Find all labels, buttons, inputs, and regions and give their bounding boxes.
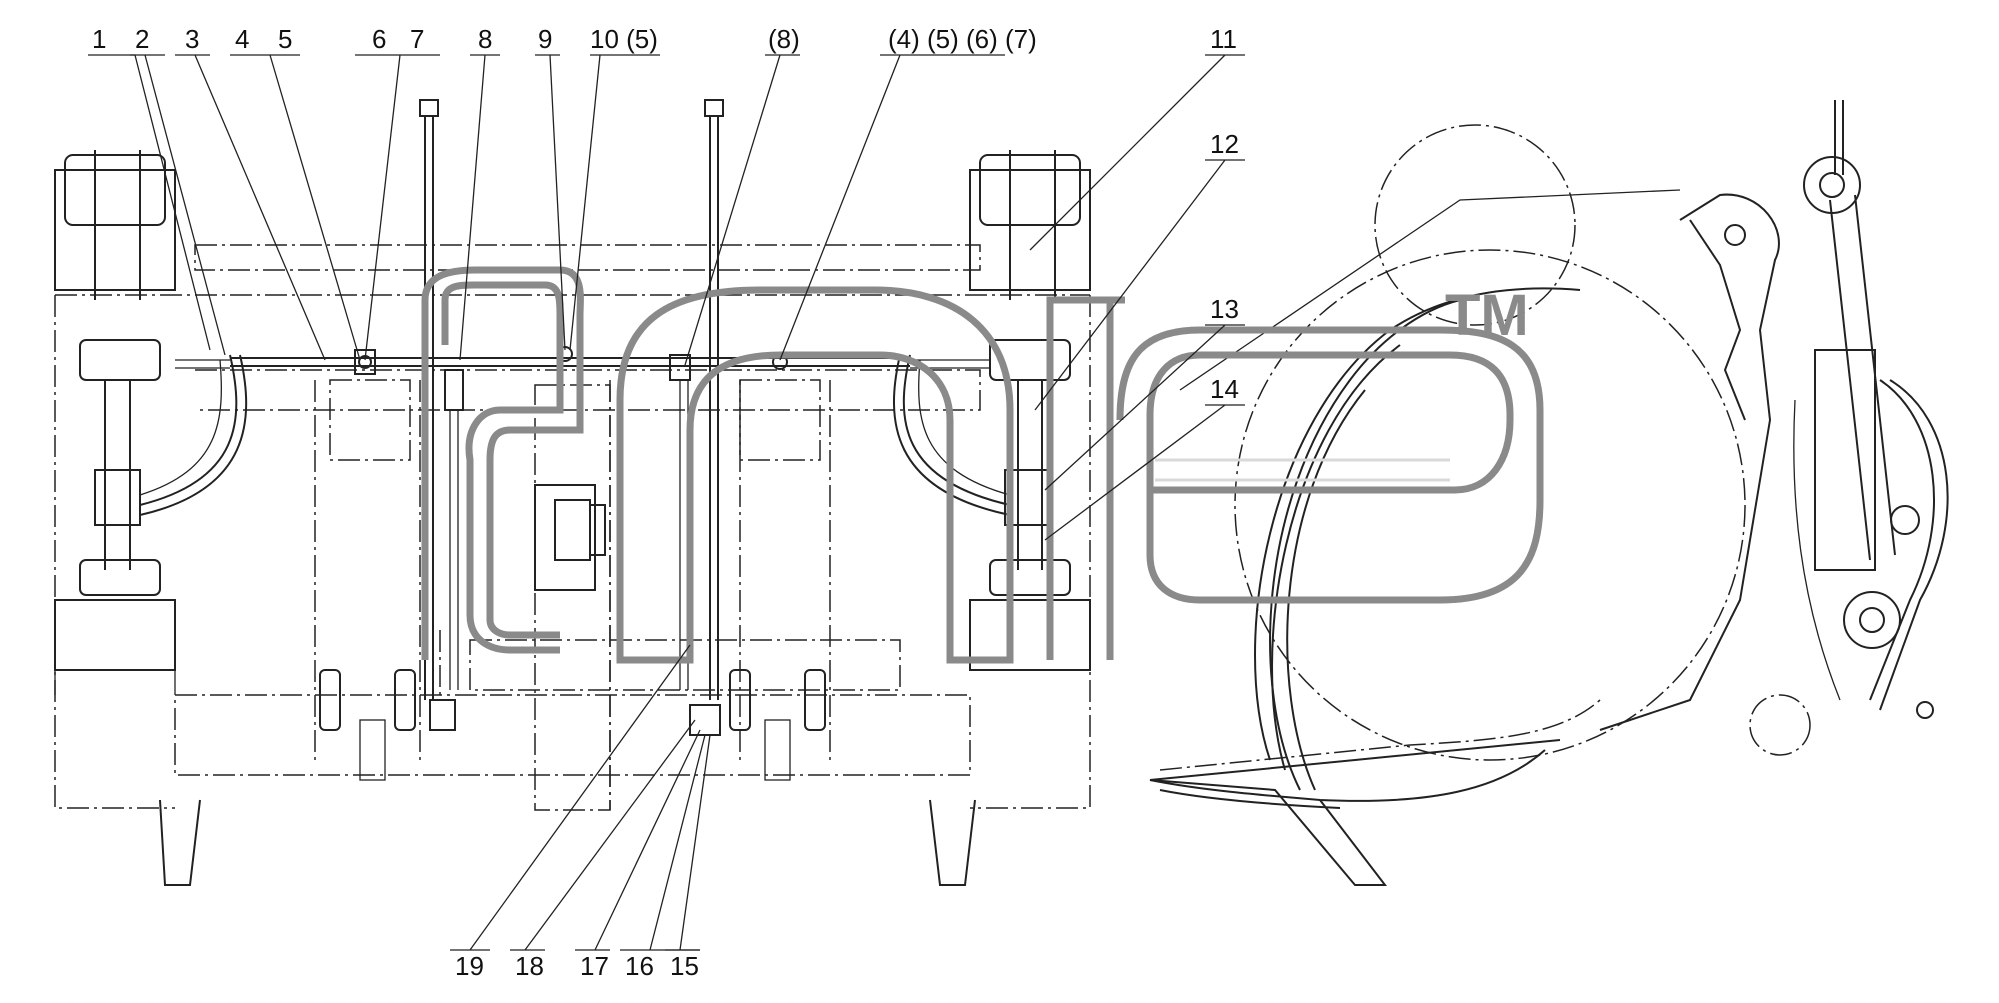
callout-15: 15 [670, 951, 699, 981]
callout-7: 7 [410, 24, 424, 54]
callout-12: 12 [1210, 129, 1239, 159]
callout-4: 4 [235, 24, 249, 54]
callout-8: 8 [478, 24, 492, 54]
callout-3: 3 [185, 24, 199, 54]
callout-18: 18 [515, 951, 544, 981]
callout-4-5-6-7-paren: (4) (5) (6) (7) [888, 24, 1037, 54]
callout-2: 2 [135, 24, 149, 54]
callout-13: 13 [1210, 294, 1239, 324]
front-view [54, 99, 1091, 886]
trademark-symbol: TM [1445, 283, 1529, 348]
callout-8-paren: (8) [768, 24, 800, 54]
side-view [1149, 100, 1949, 886]
callout-17: 17 [580, 951, 609, 981]
callout-10-5: 10 (5) [590, 24, 658, 54]
callout-11: 11 [1210, 24, 1237, 54]
callout-6: 6 [372, 24, 386, 54]
callout-1: 1 [92, 24, 106, 54]
callout-9: 9 [538, 24, 552, 54]
watermark-logo [421, 266, 1544, 664]
callout-labels: 1 2 3 4 5 6 7 8 9 10 (5) (8) (4) (5) (6)… [92, 24, 1239, 981]
callout-5: 5 [278, 24, 292, 54]
callout-16: 16 [625, 951, 654, 981]
callout-19: 19 [455, 951, 484, 981]
callout-14: 14 [1210, 374, 1239, 404]
leader-lines [88, 54, 1245, 951]
